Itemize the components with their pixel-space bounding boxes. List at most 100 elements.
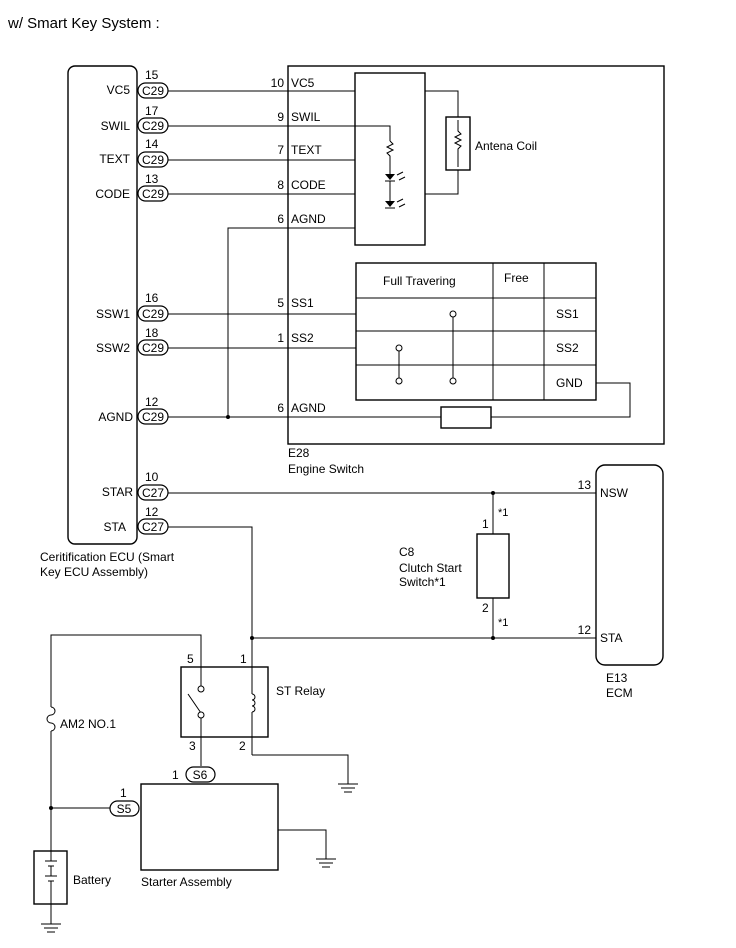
- es-pin-name: TEXT: [291, 143, 322, 157]
- ecm-pin-number: 12: [578, 623, 592, 637]
- connector-label: C29: [142, 153, 164, 167]
- engine-switch-code: E28: [288, 446, 310, 460]
- connector-label: C27: [142, 520, 164, 534]
- ecu-pin-numbers: 15 17 14 13 16 18 12 10 12: [145, 68, 159, 519]
- star-wires: [168, 491, 596, 640]
- ecu-pin-name: TEXT: [99, 152, 130, 166]
- es-pin-number: 8: [277, 178, 284, 192]
- ecu-pin-number: 17: [145, 104, 159, 118]
- ecm-pin-number: 13: [578, 478, 592, 492]
- ecu-pin-number: 12: [145, 395, 159, 409]
- engine-switch-box: [287, 65, 665, 445]
- ecu-pin-number: 13: [145, 172, 159, 186]
- table-col-full: Full Travering: [383, 274, 456, 288]
- ecm-label: ECM: [606, 686, 633, 700]
- es-pin-name: CODE: [291, 178, 326, 192]
- ecu-label-line1: Ceritification ECU (Smart: [40, 550, 175, 564]
- table-col-free: Free: [504, 271, 529, 285]
- battery-label: Battery: [73, 873, 111, 887]
- ecm-pin-name: STA: [600, 631, 622, 645]
- connector-label: C29: [142, 410, 164, 424]
- ecu-pin-number: 10: [145, 470, 159, 484]
- clutch-note-bottom: *1: [498, 617, 508, 629]
- ecu-pin-name: SWIL: [101, 119, 131, 133]
- switch-gnd-loop: [440, 382, 631, 429]
- starter-label: Starter Assembly: [141, 875, 232, 889]
- antenna-module-box: [354, 72, 426, 246]
- clutch-note-top: *1: [498, 507, 508, 519]
- connector-label: C29: [142, 119, 164, 133]
- es-pin-number: 7: [277, 143, 284, 157]
- ecm-pin-name: NSW: [600, 486, 629, 500]
- es-pin-number: 6: [277, 401, 284, 415]
- engine-switch-label: Engine Switch: [288, 462, 364, 476]
- starter-box: [140, 783, 279, 871]
- ecm-code: E13: [606, 671, 628, 685]
- connector-label: C29: [142, 307, 164, 321]
- antenna-coil-label: Antena Coil: [475, 139, 537, 153]
- switch-table: [355, 262, 597, 401]
- relay-ground: [252, 754, 358, 793]
- ecu-pin-number: 12: [145, 505, 159, 519]
- ecu-pin-number: 18: [145, 326, 159, 340]
- connector-s6: [185, 766, 216, 783]
- es-pin-name: AGND: [291, 212, 326, 226]
- es-pin-name: AGND: [291, 401, 326, 415]
- es-pin-name: SS1: [291, 296, 314, 310]
- ecu-pin-name: AGND: [98, 410, 133, 424]
- ecu-pin-name: SSW1: [96, 307, 130, 321]
- es-pin-number: 6: [277, 212, 284, 226]
- connector-label: C29: [142, 187, 164, 201]
- st-relay-pin2: 2: [239, 739, 246, 753]
- clutch-label-line2: Switch*1: [399, 575, 446, 589]
- clutch-pin-bottom: 2: [482, 601, 489, 615]
- st-relay-pin5: 5: [187, 652, 194, 666]
- ecu-pin-labels: VC5 SWIL TEXT CODE SSW1 SSW2 AGND STAR S…: [95, 83, 133, 534]
- ecu-pin-name: VC5: [107, 83, 131, 97]
- es-pin-name: SS2: [291, 331, 314, 345]
- connector-label: C29: [142, 84, 164, 98]
- ecu-pin-name: STAR: [102, 485, 133, 499]
- clutch-label-line1: Clutch Start: [399, 561, 462, 575]
- ecu-pin-name: SSW2: [96, 341, 130, 355]
- table-row-ss1: SS1: [556, 307, 579, 321]
- connector-s5: [109, 800, 140, 817]
- ecu-pin-number: 14: [145, 137, 159, 151]
- table-row-gnd: GND: [556, 376, 583, 390]
- st-relay-internals: [187, 638, 256, 766]
- table-row-ss2: SS2: [556, 341, 579, 355]
- es-pin-number: 1: [277, 331, 284, 345]
- ecu-label-line2: Key ECU Assembly): [40, 565, 148, 579]
- st-relay-box: [180, 666, 269, 738]
- ecm-box: [595, 464, 664, 666]
- starter-pin-s5: 1: [120, 786, 127, 800]
- connector-label: S6: [193, 768, 208, 782]
- es-pin-number: 9: [277, 110, 284, 124]
- ecu-connectors: C29 C29 C29 C29 C29 C29 C29 C27 C27: [137, 82, 169, 535]
- st-relay-label: ST Relay: [276, 684, 325, 698]
- ecu-pin-number: 15: [145, 68, 159, 82]
- ecu-pin-name: STA: [104, 520, 126, 534]
- battery-symbol: [41, 851, 61, 933]
- fuse-label: AM2 NO.1: [60, 717, 116, 731]
- connector-label: C29: [142, 341, 164, 355]
- es-pin-name: VC5: [291, 76, 315, 90]
- ecu-pin-number: 16: [145, 291, 159, 305]
- engine-switch-pins: 10 VC5 9 SWIL 7 TEXT 8 CODE 6 AGND 5 SS1…: [271, 76, 326, 415]
- st-relay-pin1: 1: [240, 652, 247, 666]
- starter-ground: [278, 829, 336, 868]
- st-relay-pin3: 3: [189, 739, 196, 753]
- es-pin-number: 5: [277, 296, 284, 310]
- battery-feed: [46, 634, 202, 851]
- diagram-title: w/ Smart Key System :: [7, 15, 160, 32]
- antenna-internals: [385, 90, 471, 209]
- es-pin-number: 10: [271, 76, 285, 90]
- starter-pin-s6: 1: [172, 768, 179, 782]
- connector-label: S5: [117, 802, 132, 816]
- clutch-code: C8: [399, 545, 415, 559]
- ecu-to-switch-wires: [168, 90, 441, 419]
- es-pin-name: SWIL: [291, 110, 321, 124]
- splice-dot: [226, 415, 230, 419]
- connector-label: C27: [142, 486, 164, 500]
